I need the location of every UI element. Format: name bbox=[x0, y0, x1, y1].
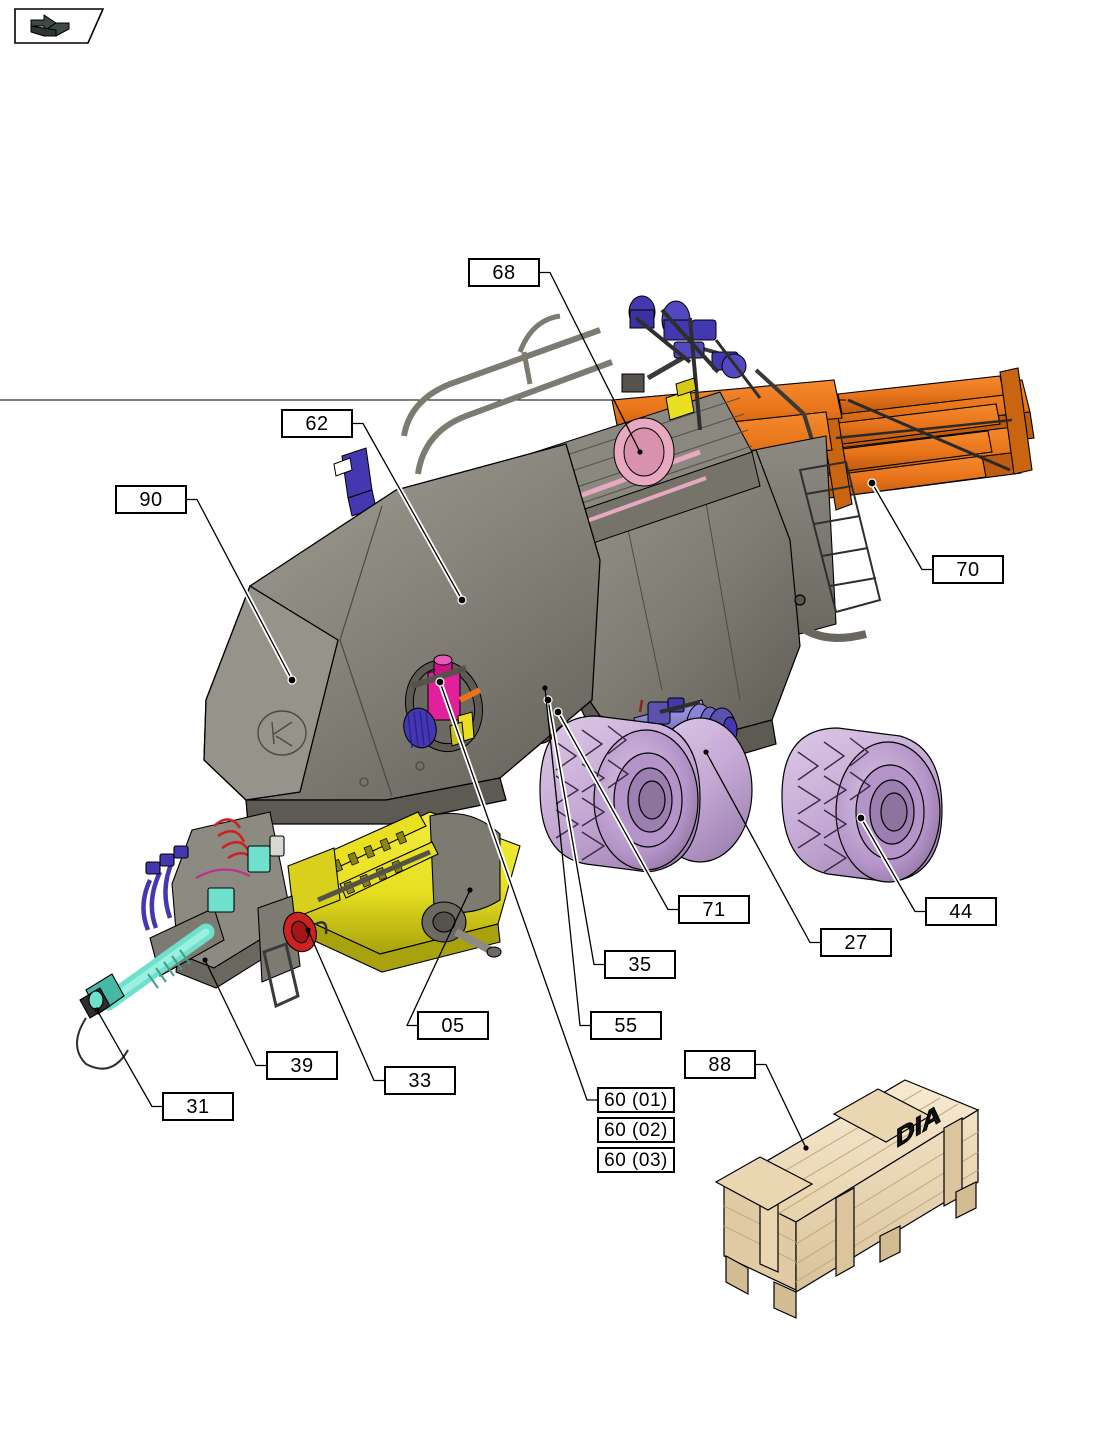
callout-60-01[interactable]: 60 (01) bbox=[597, 1087, 675, 1113]
hydraulic-valve-stack bbox=[613, 295, 762, 487]
nose-emblem bbox=[257, 710, 307, 756]
wheel-left bbox=[539, 715, 701, 873]
arrow-block-logo bbox=[14, 8, 104, 44]
callout-05[interactable]: 05 bbox=[417, 1011, 489, 1040]
arrow-3d-glyph bbox=[30, 14, 70, 37]
main-wheels bbox=[539, 715, 753, 873]
callout-71[interactable]: 71 bbox=[678, 895, 750, 924]
spare-wheel bbox=[781, 727, 943, 883]
callout-39[interactable]: 39 bbox=[266, 1051, 338, 1080]
callout-55[interactable]: 55 bbox=[590, 1011, 662, 1040]
shipping-crate: DIA bbox=[714, 1079, 980, 1319]
pickup-assembly bbox=[287, 811, 521, 973]
callout-60-02[interactable]: 60 (02) bbox=[597, 1117, 675, 1143]
callout-88[interactable]: 88 bbox=[684, 1050, 756, 1079]
callout-44[interactable]: 44 bbox=[925, 897, 997, 926]
callout-27[interactable]: 27 bbox=[820, 928, 892, 957]
callout-90[interactable]: 90 bbox=[115, 485, 187, 514]
callout-68[interactable]: 68 bbox=[468, 258, 540, 287]
callout-70[interactable]: 70 bbox=[932, 555, 1004, 584]
callout-60-03[interactable]: 60 (03) bbox=[597, 1147, 675, 1173]
callout-35[interactable]: 35 bbox=[604, 950, 676, 979]
callout-33[interactable]: 33 bbox=[384, 1066, 456, 1095]
drawbar-hitch-assembly bbox=[76, 811, 328, 1070]
callout-31[interactable]: 31 bbox=[162, 1092, 234, 1121]
front-nose-shroud bbox=[203, 443, 601, 825]
callout-62[interactable]: 62 bbox=[281, 409, 353, 438]
